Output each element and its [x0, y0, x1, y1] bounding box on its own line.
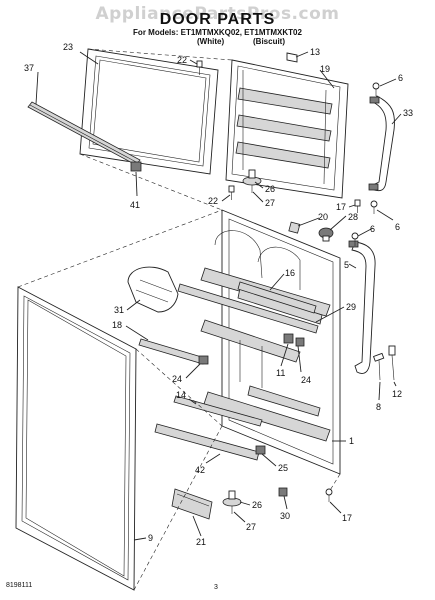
callout-22-upper: 22: [177, 55, 187, 65]
screw-22-middle: [228, 185, 235, 200]
leader-lines: [35, 51, 402, 541]
color-biscuit-label: (Biscuit): [253, 37, 285, 46]
freezer-door-handle: [368, 95, 395, 192]
callout-17-lower: 17: [342, 513, 352, 523]
callout-1: 1: [349, 436, 354, 446]
screw-17-upper: [354, 199, 361, 213]
freezer-door-gasket: [79, 48, 219, 175]
callout-21: 21: [196, 537, 206, 547]
watermark: AppliancePartsPros.com: [95, 4, 340, 24]
lower-retainer-bar-42: [154, 423, 260, 461]
models-line: For Models: ET1MTMXKQ02, ET1MTMXKT02: [133, 28, 302, 37]
callout-8: 8: [376, 402, 381, 412]
callout-30: 30: [280, 511, 290, 521]
callout-17-upper: 17: [336, 202, 346, 212]
retainer-cap-25: [255, 445, 266, 455]
callout-26-upper: 26: [265, 184, 275, 194]
part-12-screw: [388, 345, 396, 381]
callout-26-lower: 26: [252, 500, 262, 510]
callout-28: 28: [348, 212, 358, 222]
callout-18: 18: [112, 320, 122, 330]
retainer-end-cap-right: [283, 333, 305, 347]
trim-end-cap: [130, 161, 142, 172]
callout-12: 12: [392, 389, 402, 399]
screw-17-lower: [325, 488, 333, 502]
part-8-clip: [372, 352, 385, 381]
door-button-cap: [318, 227, 334, 242]
handle-screw-lower-door: [351, 232, 359, 246]
page-title: DOOR PARTS: [159, 11, 276, 28]
liner-clip: [286, 52, 298, 63]
callout-22-middle: 22: [208, 196, 218, 206]
butter-compartment-door: [171, 488, 213, 520]
callout-37: 37: [24, 63, 34, 73]
callout-27-upper: 27: [265, 198, 275, 208]
callout-42: 42: [195, 465, 205, 475]
freezer-door-liner: [225, 59, 349, 199]
callout-6-upper: 6: [398, 73, 403, 83]
callout-27-lower: 27: [246, 522, 256, 532]
callout-13: 13: [310, 47, 320, 57]
handle-screw-lower: [370, 200, 378, 214]
stop-bracket: [288, 221, 301, 234]
handle-screw-upper: [372, 82, 380, 96]
color-white-label: (White): [197, 37, 225, 46]
callout-31: 31: [114, 305, 124, 315]
callout-16: 16: [285, 268, 295, 278]
callout-labels: 23 37 41 22 13 19 6 33 26 27 22 17 6 20 …: [24, 42, 413, 547]
callout-29: 29: [346, 302, 356, 312]
callout-6-middle: 6: [395, 222, 400, 232]
fresh-food-door-liner: [200, 209, 341, 475]
page-number: 3: [214, 584, 218, 591]
door-stop-30: [278, 487, 288, 497]
callout-19: 19: [320, 64, 330, 74]
fresh-food-door-gasket: [15, 286, 137, 591]
callout-14: 14: [176, 390, 186, 400]
callout-23: 23: [63, 42, 73, 52]
callout-20: 20: [318, 212, 328, 222]
shelf-retainer-upper: [177, 283, 319, 334]
callout-5: 5: [344, 260, 349, 270]
document-number: 8198111: [6, 582, 33, 589]
callout-41: 41: [130, 200, 140, 210]
fresh-food-door-handle: [348, 240, 376, 374]
callout-24-left: 24: [172, 374, 182, 384]
hinge-washer-lower: [222, 490, 242, 514]
callout-33: 33: [403, 108, 413, 118]
callout-25: 25: [278, 463, 288, 473]
callout-11: 11: [276, 368, 285, 378]
dairy-shelf-bar: [237, 281, 317, 314]
callout-6-lower: 6: [370, 224, 375, 234]
freezer-trim-strip: [27, 101, 141, 166]
dairy-bin-cover: [127, 266, 179, 313]
callout-24-right: 24: [301, 375, 311, 385]
callout-9: 9: [148, 533, 153, 543]
projection-lines: [17, 48, 341, 591]
retainer-end-cap-left: [198, 355, 209, 365]
